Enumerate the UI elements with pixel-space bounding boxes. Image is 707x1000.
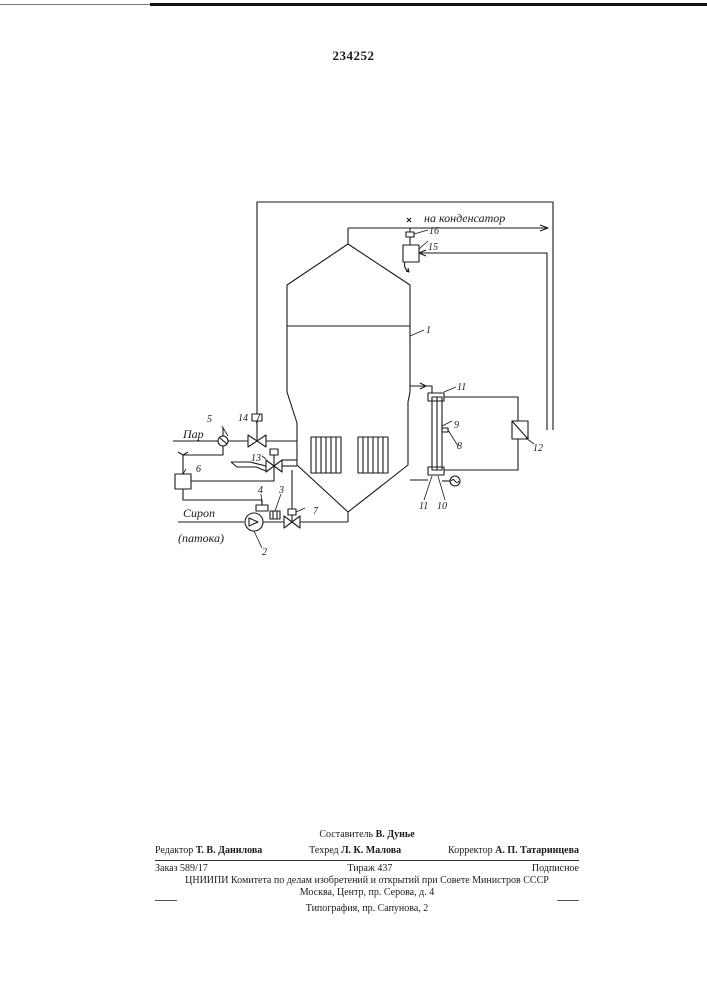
circulation: Тираж 437 [347,863,392,875]
corrector-credit: Корректор А. П. Татаринцева [448,845,579,857]
heating-coil-left [311,437,341,473]
bottom-rule-left [155,900,177,901]
compiler-line: Составитель В. Дунье [155,829,579,841]
regulator-12 [444,397,528,470]
sensor-16 [406,218,414,245]
label-n14: 14 [238,413,248,424]
label-n6: 6 [196,464,201,475]
label-n12: 12 [533,443,543,454]
techred-credit: Техред Л. К. Малова [309,845,401,857]
feedback-line-14 [252,202,553,430]
order-line: Заказ 589/17 Тираж 437 Подписное [155,863,579,875]
regulator-15 [403,245,547,430]
label-n11-top: 11 [457,382,466,393]
label-n13: 13 [251,453,261,464]
label-n5: 5 [207,414,212,425]
label-n10: 10 [437,501,447,512]
subscription: Подписное [532,863,579,875]
label-steam: Пар [182,427,204,441]
organization: ЦНИИПИ Комитета по делам изобретений и о… [155,875,579,887]
label-n3: 3 [278,485,284,496]
label-n1: 1 [426,325,431,336]
address: Москва, Центр, пр. Серова, д. 4 [155,887,579,899]
label-n8: 8 [457,441,462,452]
label-condenser: на конденсатор [424,211,505,225]
editors-line: Редактор Т. В. Данилова Техред Л. К. Мал… [155,845,579,857]
label-n11-bottom: 11 [419,501,428,512]
label-n15: 15 [428,242,438,253]
label-n7: 7 [313,506,319,517]
order-number: Заказ 589/17 [155,863,208,875]
label-syrup: Сироп [183,506,215,520]
label-n4: 4 [258,485,263,496]
valve-13 [231,449,297,472]
heating-coil-right [358,437,388,473]
vacuum-apparatus-body [287,228,410,522]
bottom-rule-right [557,900,579,901]
label-n9: 9 [454,420,459,431]
compiler-label: Составитель [319,829,373,840]
label-molasses: (патока) [178,531,224,545]
vapour-line [348,225,548,232]
compiler-name: В. Дунье [376,829,415,840]
editors-rule [155,860,579,861]
label-n2: 2 [262,547,267,558]
typography: Типография, пр. Сапунова, 2 [155,903,579,915]
editor-credit: Редактор Т. В. Данилова [155,845,262,857]
label-n16: 16 [429,226,439,237]
